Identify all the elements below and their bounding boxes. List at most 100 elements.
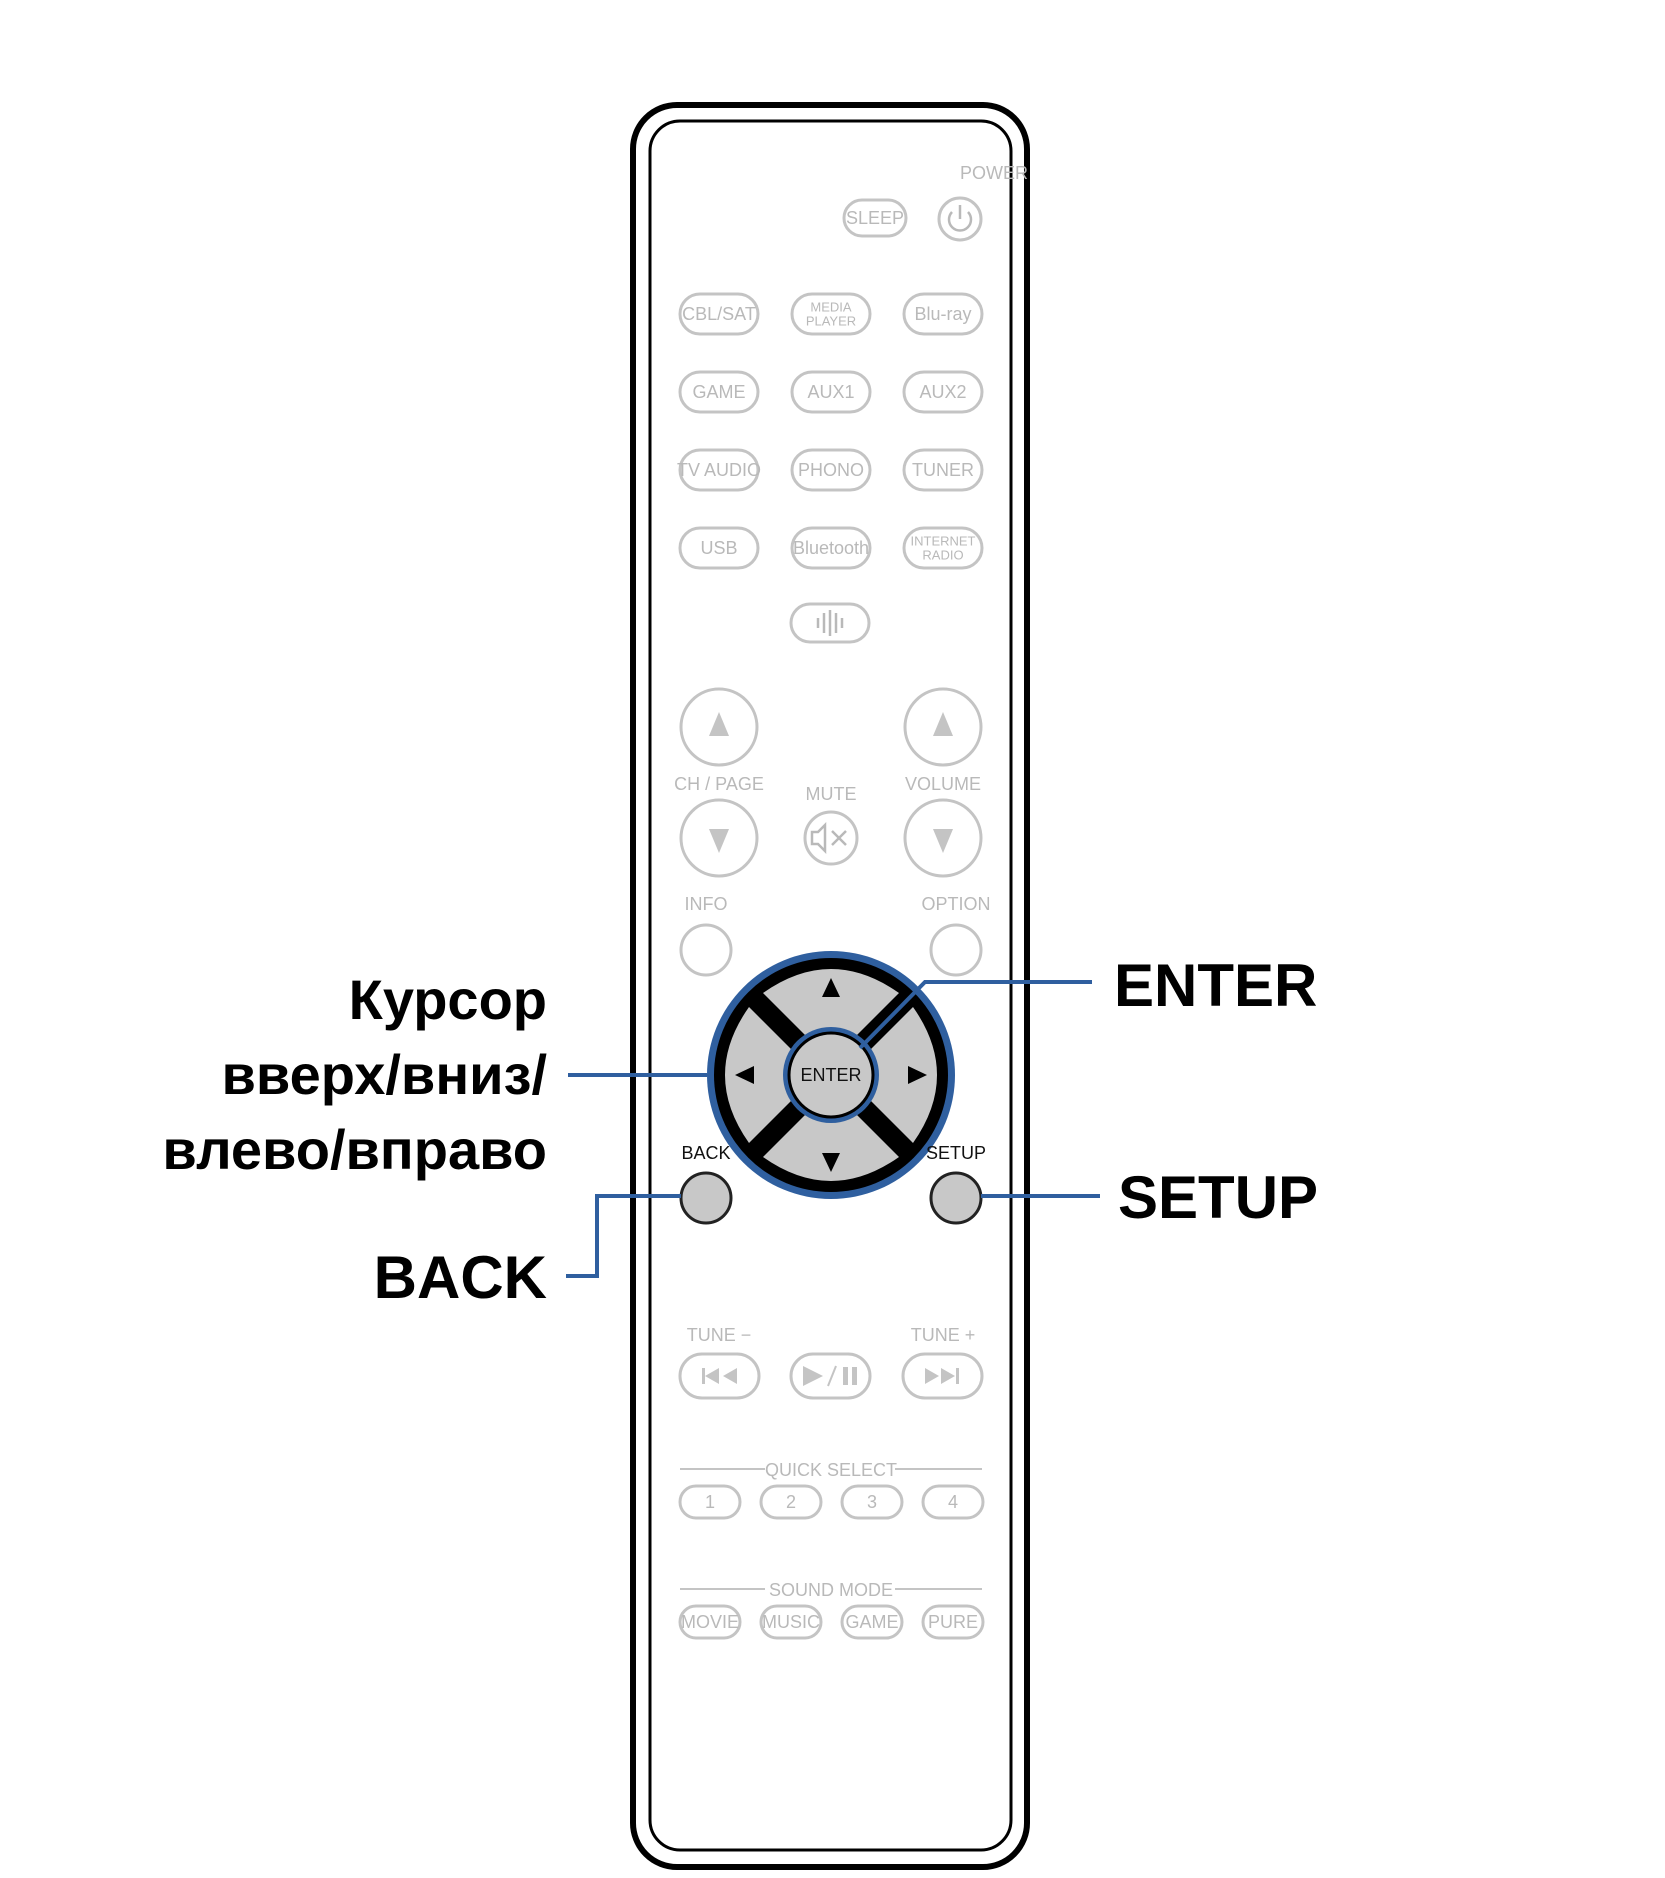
sound-mode-game-button[interactable]: GAME	[840, 1604, 904, 1640]
sound-mode-button-label: GAME	[845, 1612, 898, 1632]
sound-mode-label: SOUND MODE	[769, 1580, 893, 1600]
quick-select-button-label: 3	[867, 1492, 877, 1512]
power-label: POWER	[960, 163, 1028, 183]
source-button-label: AUX2	[919, 382, 966, 402]
sound-mode-button-label: PURE	[928, 1612, 978, 1632]
mute-speaker-icon	[810, 821, 847, 855]
triangle-down-icon	[822, 1153, 840, 1172]
back-label: BACK	[681, 1143, 730, 1163]
skip-forward-button[interactable]	[901, 1352, 984, 1400]
sleep-label: SLEEP	[846, 208, 904, 228]
source-button-label: RADIO	[922, 548, 963, 563]
quick-select-1-button[interactable]: 1	[678, 1484, 742, 1520]
sound-mode-buttons: MOVIE MUSIC GAME PURE	[678, 1604, 985, 1640]
play-pause-icon	[803, 1365, 857, 1387]
info-button[interactable]	[679, 923, 733, 977]
quick-select-3-button[interactable]: 3	[840, 1484, 904, 1520]
source-usb-button[interactable]: USB	[678, 526, 760, 570]
triangle-down-icon	[709, 829, 729, 853]
source-button-label: TUNER	[912, 460, 974, 480]
mute-button[interactable]	[803, 810, 859, 866]
enter-label: ENTER	[800, 1065, 861, 1085]
source-blu-ray-button[interactable]: Blu-ray	[902, 292, 984, 336]
quick-select-button-label: 1	[705, 1492, 715, 1512]
quick-select-label: QUICK SELECT	[765, 1460, 897, 1480]
triangle-up-icon	[822, 978, 840, 997]
play-pause-button[interactable]	[789, 1352, 872, 1400]
triangle-down-icon	[933, 829, 953, 853]
sleep-button[interactable]: SLEEP	[842, 198, 908, 238]
quick-select-button-label: 4	[948, 1492, 958, 1512]
quick-select-button-label: 2	[786, 1492, 796, 1512]
source-button-label: Bluetooth	[793, 538, 869, 558]
source-tv-audio-button[interactable]: TV AUDIO	[677, 448, 761, 492]
source-game-button[interactable]: GAME	[678, 370, 760, 414]
source-button-label: PHONO	[798, 460, 864, 480]
tune-plus-label: TUNE +	[911, 1325, 976, 1345]
triangle-right-icon	[908, 1066, 927, 1084]
ch-page-up-button[interactable]	[679, 687, 759, 767]
triangle-left-icon	[735, 1066, 754, 1084]
volume-down-button[interactable]	[903, 798, 983, 878]
triangle-up-icon	[709, 712, 729, 736]
sound-mode-button-label: MOVIE	[681, 1612, 739, 1632]
volume-up-button[interactable]	[903, 687, 983, 767]
sound-mode-pure-button[interactable]: PURE	[921, 1604, 985, 1640]
back-button[interactable]	[679, 1171, 733, 1225]
source-button-label: PLAYER	[806, 314, 856, 329]
skip-forward-icon	[925, 1368, 959, 1384]
power-button[interactable]	[937, 196, 983, 242]
setup-button[interactable]	[929, 1171, 983, 1225]
cursor-up-button[interactable]	[763, 969, 899, 1043]
quick-select-buttons: 1 2 3 4	[678, 1484, 985, 1520]
source-button-label: USB	[700, 538, 737, 558]
info-label: INFO	[685, 894, 728, 914]
source-button-label: MEDIA	[810, 300, 852, 315]
cursor-callout-line1: Курсор	[349, 968, 547, 1031]
option-label: OPTION	[921, 894, 990, 914]
cursor-callout-line3: влево/вправо	[162, 1118, 547, 1181]
ch-page-down-button[interactable]	[679, 798, 759, 878]
cursor-down-button[interactable]	[763, 1107, 899, 1181]
sound-mode-button-label: MUSIC	[762, 1612, 820, 1632]
source-phono-button[interactable]: PHONO	[790, 448, 872, 492]
setup-label: SETUP	[926, 1143, 986, 1163]
enter-button[interactable]: ENTER	[783, 1027, 879, 1123]
sound-mode-music-button[interactable]: MUSIC	[759, 1604, 823, 1640]
source-button-label: Blu-ray	[914, 304, 971, 324]
enter-leader	[858, 980, 1092, 1050]
volume-label: VOLUME	[905, 774, 981, 794]
source-tuner-button[interactable]: TUNER	[902, 448, 984, 492]
enter-callout: ENTER	[1114, 952, 1317, 1019]
quick-select-2-button[interactable]: 2	[759, 1484, 823, 1520]
audio-waveform-icon	[816, 610, 844, 636]
back-leader	[566, 1194, 681, 1278]
setup-callout: SETUP	[1118, 1164, 1318, 1231]
cursor-left-button[interactable]	[725, 1007, 799, 1143]
power-icon	[947, 205, 973, 232]
source-button-label: GAME	[692, 382, 745, 402]
option-button[interactable]	[929, 923, 983, 977]
skip-back-button[interactable]	[678, 1352, 761, 1400]
source-aux2-button[interactable]: AUX2	[902, 370, 984, 414]
source-cbl-sat-button[interactable]: CBL/SAT	[678, 292, 760, 336]
cursor-right-button[interactable]	[863, 1007, 937, 1143]
source-button-label: AUX1	[807, 382, 854, 402]
source-button-label: CBL/SAT	[682, 304, 756, 324]
smart-select-button[interactable]	[789, 602, 871, 644]
ch-page-label: CH / PAGE	[674, 774, 764, 794]
cursor-callout-line2: вверх/вниз/	[222, 1043, 548, 1106]
quick-select-4-button[interactable]: 4	[921, 1484, 985, 1520]
sound-mode-movie-button[interactable]: MOVIE	[678, 1604, 742, 1640]
source-aux1-button[interactable]: AUX1	[790, 370, 872, 414]
source-button-label: INTERNET	[911, 534, 976, 549]
source-bluetooth-button[interactable]: Bluetooth	[790, 526, 872, 570]
skip-back-icon	[702, 1368, 737, 1384]
leader-lines	[566, 980, 1100, 1278]
source-button-label: TV AUDIO	[677, 460, 761, 480]
back-callout: BACK	[374, 1244, 547, 1311]
